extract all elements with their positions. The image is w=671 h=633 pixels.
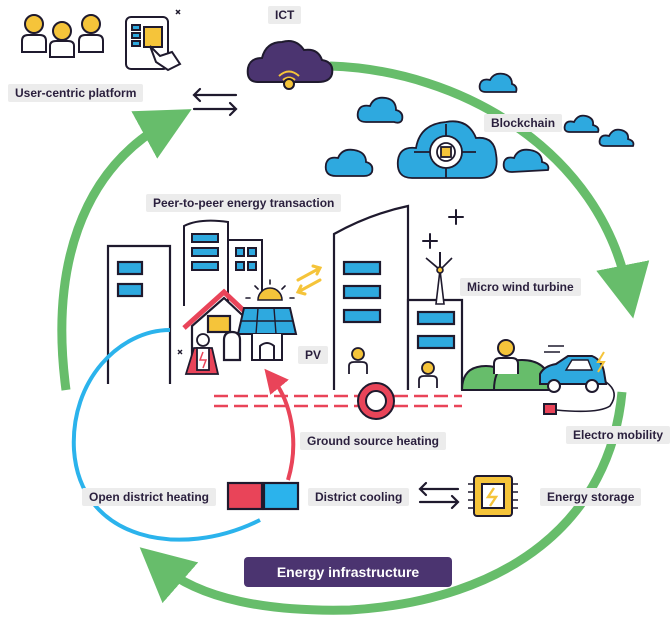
heating-pipe — [214, 394, 462, 408]
tall-building — [332, 204, 410, 390]
ict-label: ICT — [268, 6, 302, 24]
small-cloud-icon — [563, 114, 600, 133]
energy-storage-icon — [468, 475, 518, 517]
blockchain-node-icon — [414, 124, 476, 178]
energy-storage-label: Energy storage — [540, 488, 642, 506]
blockchain-clouds — [324, 72, 635, 179]
small-cloud-icon — [478, 72, 518, 93]
ict-cloud-icon — [246, 40, 334, 90]
ground-source-label: Ground source heating — [300, 432, 447, 450]
heating-cooling-boxes — [226, 481, 300, 511]
wind-turbine-icon — [425, 252, 453, 305]
small-cloud-icon — [356, 96, 404, 124]
users-icon — [21, 14, 104, 58]
micro-wind-label: Micro wind turbine — [460, 278, 581, 296]
heating-box — [226, 481, 264, 511]
small-cloud-icon — [598, 128, 635, 147]
left-building — [106, 244, 172, 384]
energy-infrastructure-banner: Energy infrastructure — [244, 557, 452, 587]
building-users — [348, 347, 438, 388]
electric-car-icon — [539, 345, 615, 415]
small-cloud-icon — [324, 148, 374, 177]
blockchain-label: Blockchain — [484, 114, 563, 132]
hero-user-icon — [177, 333, 220, 375]
storage-exchange-arrows — [418, 481, 460, 510]
ground-heat-arrow — [264, 368, 296, 481]
cycle-arrow-left — [57, 109, 192, 391]
open-district-label: Open district heating — [82, 488, 217, 506]
electro-mobility-label: Electro mobility — [566, 426, 671, 444]
sparkle-icons — [422, 209, 464, 249]
pv-panel-icon — [236, 307, 298, 361]
tablet-icon — [125, 9, 182, 72]
cycle-arrow-bottom — [139, 391, 627, 615]
district-heating-loop — [71, 328, 261, 542]
sun-icon — [245, 279, 295, 301]
back-buildings — [183, 219, 263, 306]
cooling-box — [262, 481, 300, 511]
heat-exchanger-icon — [357, 382, 395, 420]
pv-label: PV — [298, 346, 329, 364]
small-cloud-icon — [502, 148, 550, 173]
p2p-label: Peer-to-peer energy transaction — [146, 194, 342, 212]
hills — [460, 339, 554, 391]
district-cooling-label: District cooling — [308, 488, 410, 506]
platform-exchange-arrows — [192, 87, 238, 117]
user-centric-platform-label: User-centric platform — [8, 84, 144, 102]
p2p-exchange-arrows — [295, 264, 323, 296]
